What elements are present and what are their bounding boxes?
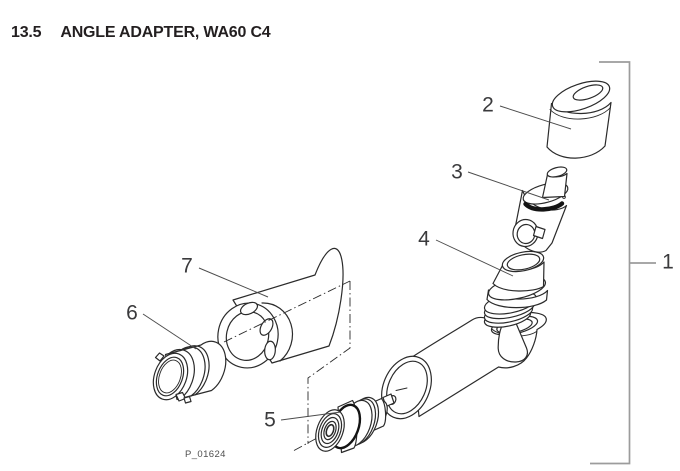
part-7-collar-sleeve (217, 247, 344, 369)
leader-6 (142, 313, 197, 350)
page-title: 13.5 ANGLE ADAPTER, WA60 C4 (11, 24, 271, 42)
callout-5: 5 (264, 408, 276, 432)
centerline (223, 280, 351, 451)
leader-2 (499, 105, 572, 130)
leader-4 (435, 239, 514, 277)
part-4-threaded-sleeve (483, 250, 549, 328)
section-title: ANGLE ADAPTER, WA60 C4 (60, 24, 271, 41)
callout-3: 3 (451, 160, 463, 184)
part-5-nozzle-connector (315, 393, 397, 454)
leader-5 (280, 411, 342, 421)
leader-3 (467, 171, 550, 201)
part-2-end-cap (546, 80, 612, 159)
drawing-reference: P_01624 (185, 449, 226, 460)
callout-2: 2 (482, 93, 494, 117)
callout-7: 7 (181, 254, 193, 278)
part-6-locking-ring (152, 340, 227, 404)
section-number: 13.5 (11, 24, 42, 41)
callout-1: 1 (662, 250, 674, 274)
callout-4: 4 (418, 227, 430, 251)
elbow-body (381, 311, 547, 420)
item-1-bracket (590, 61, 656, 465)
part-3-valve-insert (512, 166, 569, 253)
callout-6: 6 (126, 301, 138, 325)
leader-lines (142, 105, 572, 421)
leader-7 (198, 267, 269, 298)
